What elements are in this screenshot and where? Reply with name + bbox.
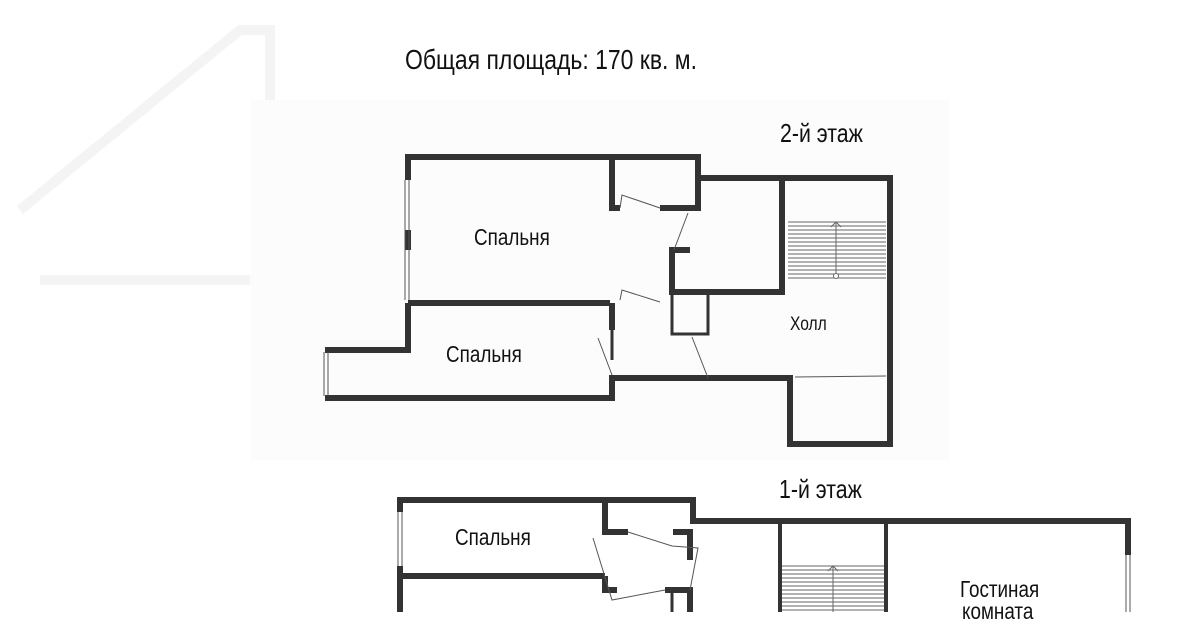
floor-1-thin-lines	[397, 512, 1131, 612]
total-area-title: Общая площадь: 170 кв. м.	[405, 44, 697, 75]
room-label-bedroom: Спальня	[474, 224, 550, 250]
floor-2-label: 2-й этаж	[780, 118, 863, 148]
floor-2-thin-lines	[323, 180, 887, 396]
floor-1-label: 1-й этаж	[779, 474, 862, 504]
room-label-bedroom: Спальня	[446, 341, 522, 367]
room-label-living-room: Гостиная	[960, 576, 1040, 602]
floor-2-walls	[325, 154, 893, 447]
floor-plan	[16, 25, 1131, 612]
room-label-hall: Холл	[790, 314, 827, 335]
room-label-bedroom: Спальня	[455, 524, 531, 550]
watermark-logo	[16, 25, 275, 285]
floor-1-stairs	[782, 565, 884, 612]
floor-2-stairs	[788, 221, 886, 279]
